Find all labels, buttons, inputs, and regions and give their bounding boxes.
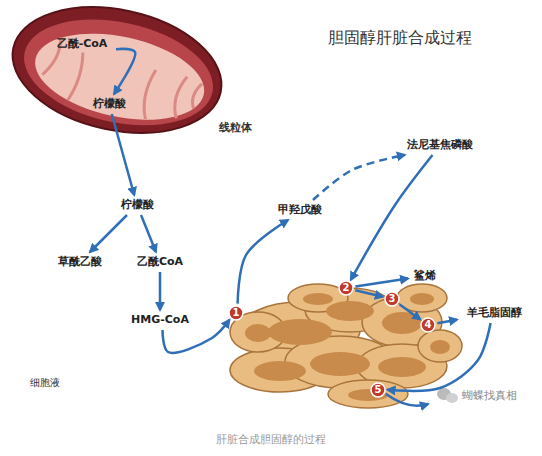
pathway-arrow — [400, 305, 421, 320]
metabolite-node: 草酰乙酸 — [52, 254, 108, 270]
inner-membrane — [14, 4, 223, 140]
metabolite-node: 羊毛脂固醇 — [459, 305, 529, 321]
step-circle-node: 2 — [338, 280, 354, 296]
step-circle — [229, 306, 243, 320]
pathway-arrow — [355, 290, 383, 297]
metabolite-label: HMG-CoA — [128, 312, 192, 328]
er-lumen — [378, 357, 426, 377]
region-label: 细胞液 — [30, 376, 60, 390]
metabolite-node: HMG-CoA — [128, 312, 192, 328]
er-cisterna — [418, 330, 462, 362]
crista — [68, 51, 85, 101]
metabolite-label: 甲羟戊酸 — [272, 202, 328, 218]
er-lumen — [254, 361, 306, 381]
er-lumen — [326, 301, 374, 321]
crista — [172, 75, 187, 118]
watermark-icon — [437, 388, 458, 403]
metabolite-node: 柠檬酸 — [115, 197, 159, 213]
pathway-arrow — [313, 155, 405, 200]
metabolite-label: 法尼基焦磷酸 — [398, 137, 482, 153]
metabolite-node: 鲨烯 — [410, 268, 440, 284]
step-circle — [371, 383, 385, 397]
mitochondrion-body — [5, 0, 233, 140]
metabolite-node: 法尼基焦磷酸 — [398, 137, 482, 153]
watermark-bubble — [446, 393, 458, 403]
mitochondrion-outline — [5, 0, 267, 140]
step-circle-node: 1 — [228, 305, 244, 321]
metabolite-node: 甲羟戊酸 — [272, 202, 328, 218]
er-lumen — [382, 312, 422, 334]
er-lumen — [303, 293, 333, 305]
metabolite-node: 乙酰CoA — [132, 254, 188, 270]
metabolite-node: 乙酰-CoA — [50, 36, 114, 52]
er-lumen — [410, 293, 434, 305]
metabolite-label: 柠檬酸 — [115, 197, 159, 213]
metabolite-node: 柠檬酸 — [87, 96, 131, 112]
metabolite-label: 鲨烯 — [410, 268, 440, 284]
crista — [191, 83, 202, 110]
crista — [141, 69, 156, 119]
callout-number: 4 — [420, 317, 436, 333]
endoplasmic-reticulum — [230, 284, 462, 408]
step-circle — [339, 281, 353, 295]
exit-arrow — [386, 394, 428, 406]
er-cisterna — [328, 380, 408, 408]
er-lumen — [245, 324, 271, 342]
step-circle-node: 5 — [370, 382, 386, 398]
callout-number: 2 — [338, 280, 354, 296]
callout-number: 3 — [384, 291, 400, 307]
organelle-label: 线粒体 — [219, 58, 252, 198]
pathway-arrow — [238, 220, 288, 304]
pathway-arrow — [387, 323, 490, 391]
metabolite-label: 乙酰CoA — [132, 254, 188, 270]
outer-membrane — [5, 0, 233, 140]
er-lumen — [268, 319, 332, 345]
callout-number: 1 — [228, 305, 244, 321]
figure-caption: 肝脏合成胆固醇的过程 — [0, 432, 542, 447]
diagram-title: 胆固醇肝脏合成过程 — [328, 28, 472, 49]
metabolite-label: 羊毛脂固醇 — [459, 305, 529, 321]
pathway-arrow — [437, 320, 457, 324]
matrix-face — [27, 20, 212, 134]
pathway-arrow — [141, 215, 156, 252]
er-lumen — [430, 340, 450, 354]
pathway-arrow — [351, 155, 433, 280]
er-lumen — [310, 352, 370, 376]
pathway-arrow — [90, 215, 127, 252]
step-circle-node: 3 — [384, 291, 400, 307]
step-circle-node: 4 — [420, 317, 436, 333]
step-circle — [385, 292, 399, 306]
metabolite-label: 草酰乙酸 — [52, 254, 108, 270]
pathway-arrow — [355, 279, 408, 287]
pathway-arrow — [159, 272, 162, 310]
metabolite-label: 乙酰-CoA — [50, 36, 114, 52]
callout-number: 5 — [370, 382, 386, 398]
watermark: 蝴蝶找真相 — [462, 388, 517, 403]
mitochondrion: 线粒体乙酰-CoA柠檬酸 — [5, 0, 267, 140]
step-circle — [421, 318, 435, 332]
metabolite-label: 柠檬酸 — [87, 96, 131, 112]
er-cisterna — [397, 284, 447, 312]
